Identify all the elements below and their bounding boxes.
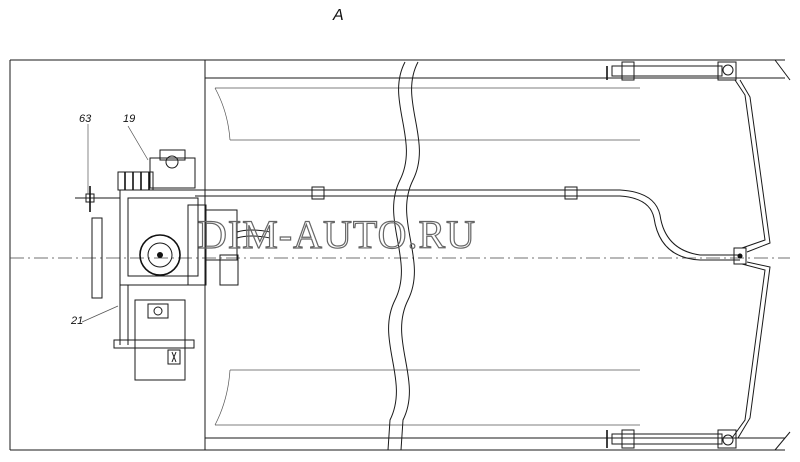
- leader-lines: [81, 124, 149, 323]
- callout-19: 19: [123, 113, 135, 125]
- distribution-tee: [731, 79, 771, 439]
- view-title: А: [332, 7, 344, 24]
- mounting-bracket: [113, 299, 195, 381]
- callout-63: 63: [79, 113, 92, 125]
- pump-assembly: [117, 149, 239, 345]
- hydraulic-line: [195, 186, 740, 261]
- break-lines: [387, 61, 420, 451]
- watermark: DIM-AUTO.RU: [198, 212, 476, 257]
- upper-cylinder: [606, 61, 737, 81]
- callout-21: 21: [70, 315, 83, 327]
- chassis-frame: [9, 59, 791, 451]
- lower-cylinder: [606, 429, 737, 449]
- side-fitting: [75, 186, 120, 299]
